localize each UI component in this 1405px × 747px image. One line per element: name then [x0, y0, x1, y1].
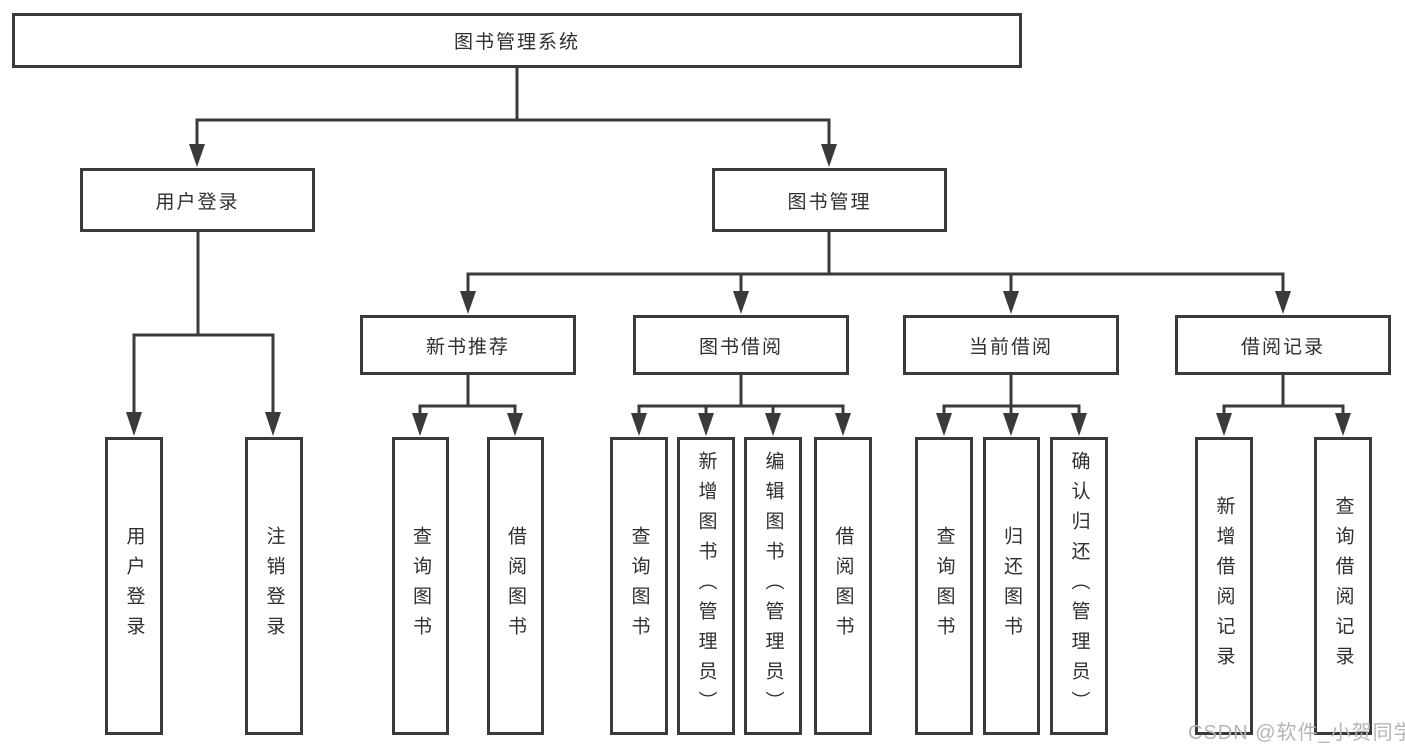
leaf-query-books-3: 查询图书	[915, 437, 973, 735]
connector-borrow-records	[1222, 375, 1345, 414]
node-borrow-records: 借阅记录	[1175, 315, 1391, 375]
leaf-edit-book-admin: 编辑图书（管理员）	[744, 437, 802, 735]
leaf-add-borrow-record: 新增借阅记录	[1195, 437, 1253, 735]
connector-book-borrow	[637, 375, 845, 414]
connector-user-login	[132, 232, 275, 413]
leaf-query-books-2: 查询图书	[610, 437, 668, 735]
node-new-book-recommend: 新书推荐	[360, 315, 576, 375]
connector-root	[195, 68, 831, 147]
leaf-return-book-label: 归还图书	[1001, 526, 1022, 646]
arrowheads	[126, 144, 1351, 436]
leaf-confirm-return-admin: 确认归还（管理员）	[1050, 437, 1108, 735]
leaf-edit-book-admin-label: 编辑图书（管理员）	[762, 451, 784, 721]
leaf-query-books-1-label: 查询图书	[410, 526, 431, 646]
node-current-borrow: 当前借阅	[903, 315, 1119, 375]
leaf-query-books-1: 查询图书	[392, 437, 449, 735]
node-book-management: 图书管理	[712, 168, 947, 232]
watermark-text: CSDN @软件_小贺同学	[1188, 722, 1405, 744]
node-book-borrow: 图书借阅	[633, 315, 849, 375]
leaf-query-borrow-record: 查询借阅记录	[1314, 437, 1372, 735]
leaf-logout-label: 注销登录	[263, 526, 285, 646]
leaf-borrow-books-2: 借阅图书	[814, 437, 872, 735]
leaf-borrow-books-1: 借阅图书	[487, 437, 544, 735]
node-root: 图书管理系统	[12, 13, 1022, 68]
leaf-borrow-books-2-label: 借阅图书	[832, 526, 854, 646]
leaf-add-book-admin-label: 新增图书（管理员）	[695, 451, 717, 721]
leaf-borrow-books-1-label: 借阅图书	[505, 526, 526, 646]
leaf-user-login: 用户登录	[105, 437, 163, 735]
connector-book-management	[466, 232, 1285, 292]
leaf-query-books-3-label: 查询图书	[933, 526, 955, 646]
leaf-logout: 注销登录	[245, 437, 303, 735]
leaf-confirm-return-admin-label: 确认归还（管理员）	[1068, 451, 1090, 721]
leaf-user-login-label: 用户登录	[123, 526, 145, 646]
connector-current-borrow	[942, 375, 1081, 414]
leaf-add-borrow-record-label: 新增借阅记录	[1213, 496, 1235, 676]
leaf-query-borrow-record-label: 查询借阅记录	[1332, 496, 1354, 676]
leaf-return-book: 归还图书	[983, 437, 1040, 735]
leaf-query-books-2-label: 查询图书	[628, 526, 650, 646]
connector-new-book	[418, 375, 517, 414]
leaf-add-book-admin: 新增图书（管理员）	[677, 437, 735, 735]
node-user-login: 用户登录	[80, 168, 315, 232]
